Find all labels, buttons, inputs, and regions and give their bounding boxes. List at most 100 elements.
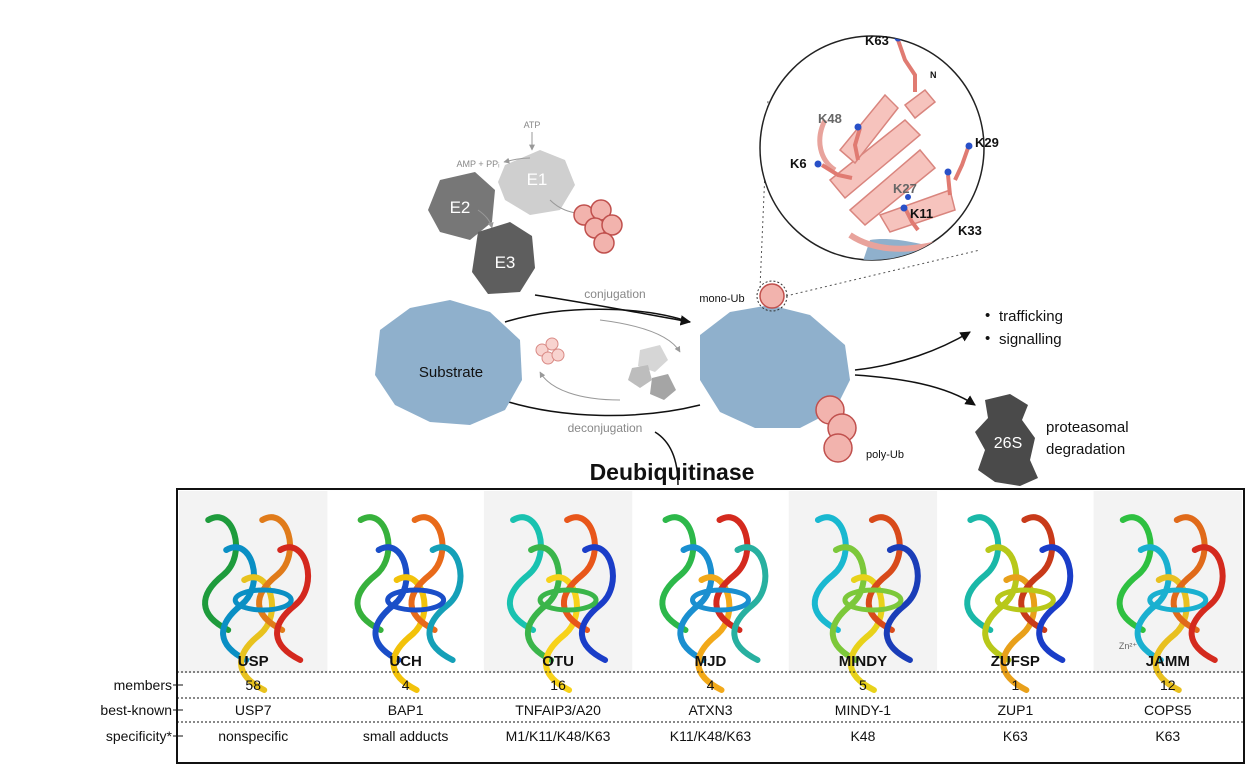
family-best-known: TNFAIP3/A20 xyxy=(515,702,601,718)
structure-ribbon xyxy=(695,574,733,693)
family-name: USP xyxy=(238,653,269,670)
structure-ribbon xyxy=(964,514,1002,633)
family-members: 4 xyxy=(707,677,715,693)
structure-ribbon xyxy=(713,514,751,633)
dub-title: Deubiquitinase xyxy=(590,459,755,485)
structure-ribbon xyxy=(1152,574,1190,693)
structure-ribbon xyxy=(1036,544,1074,663)
family-best-known: USP7 xyxy=(235,702,272,718)
row-label: specificity* xyxy=(106,728,173,744)
structure-ribbon xyxy=(506,514,544,633)
family-name: OTU xyxy=(542,653,574,670)
lysine-k33: K33 xyxy=(958,223,982,238)
family-members: 4 xyxy=(402,677,410,693)
lysine-k29: K29 xyxy=(975,135,999,150)
e3-enzyme: E3 xyxy=(472,222,535,294)
row-label: members xyxy=(114,677,172,693)
structure-ribbon xyxy=(426,544,464,663)
family-members: 12 xyxy=(1160,677,1176,693)
structure-ribbon xyxy=(390,574,428,693)
faded-enzymes xyxy=(628,345,676,400)
zoom-line-right xyxy=(785,249,981,297)
amp-ppi-label: AMP + PPᵢ xyxy=(456,159,499,169)
structure-ribbon xyxy=(560,514,598,633)
row-label: best-known xyxy=(100,702,172,718)
substrate-label: Substrate xyxy=(419,364,483,381)
n-terminus: N xyxy=(930,70,937,80)
structure-helix xyxy=(842,587,904,613)
structure-ribbon xyxy=(1116,514,1154,633)
e1-enzyme: E1 xyxy=(498,150,575,215)
poly-ub-label: poly-Ub xyxy=(866,449,904,461)
structure-ribbon xyxy=(274,544,312,663)
family-specificity: K63 xyxy=(1155,728,1180,744)
ubiquitinated-substrate xyxy=(700,305,850,428)
e2-e3-arrow xyxy=(477,209,494,229)
family-best-known: BAP1 xyxy=(388,702,424,718)
family-name: UCH xyxy=(389,653,422,670)
structure-ribbon xyxy=(731,544,769,663)
lysine-k6: K6 xyxy=(790,156,807,171)
structure-ribbon xyxy=(256,514,294,633)
structure-helix xyxy=(537,587,599,613)
released-ubiquitin-cluster xyxy=(535,337,565,365)
degradation-arrow xyxy=(854,374,976,406)
structure-ribbon xyxy=(883,544,921,663)
amp-arrow xyxy=(503,157,531,164)
lysine-k27: K27 xyxy=(893,181,917,196)
family-members: 58 xyxy=(245,677,261,693)
family-specificity: K63 xyxy=(1003,728,1028,744)
conjugation-label: conjugation xyxy=(584,287,645,301)
deconjugation-inner-arrow xyxy=(539,371,621,401)
dub-link-line xyxy=(654,431,679,486)
structure-ribbon xyxy=(847,574,885,693)
family-specificity: K48 xyxy=(850,728,875,744)
conjugation-path xyxy=(504,308,691,323)
degradation-label-1: proteasomal xyxy=(1046,419,1129,436)
atp-label: ATP xyxy=(524,120,541,130)
free-ubiquitin-cluster xyxy=(573,199,623,254)
family-best-known: ZUP1 xyxy=(997,702,1033,718)
e2-label: E2 xyxy=(450,198,471,217)
degradation-label-2: degradation xyxy=(1046,441,1125,458)
family-specificity: K11/K48/K63 xyxy=(670,728,752,744)
structure-ribbon xyxy=(354,514,392,633)
structure-ribbon xyxy=(1000,574,1038,693)
e3-label: E3 xyxy=(495,253,516,272)
structure-helix xyxy=(232,587,294,613)
outcome-bullet-1: • xyxy=(985,307,990,324)
e2-enzyme: E2 xyxy=(428,172,495,240)
family-specificity: small adducts xyxy=(363,728,449,744)
family-best-known: COPS5 xyxy=(1144,702,1192,718)
structure-ribbon xyxy=(1018,514,1056,633)
outcome-signalling: signalling xyxy=(999,331,1062,348)
structure-ribbon xyxy=(238,574,276,693)
family-best-known: MINDY-1 xyxy=(835,702,891,718)
structure-ribbon xyxy=(578,544,616,663)
structure-helix xyxy=(385,587,447,613)
family-specificity: M1/K11/K48/K63 xyxy=(506,728,611,744)
structure-ribbon xyxy=(202,514,240,633)
deconjugation-label: deconjugation xyxy=(568,421,643,435)
structure-ribbon xyxy=(811,514,849,633)
family-members: 1 xyxy=(1011,677,1019,693)
lysine-k48: K48 xyxy=(818,111,842,126)
family-members: 5 xyxy=(859,677,867,693)
family-specificity: nonspecific xyxy=(218,728,288,744)
proteasome: 26S xyxy=(975,394,1038,486)
structure-ribbon xyxy=(1188,544,1226,663)
structure-helix xyxy=(690,587,751,613)
lysine-k11: K11 xyxy=(910,206,933,221)
family-name: JAMM xyxy=(1146,653,1190,670)
conjugation-inner-arrow xyxy=(599,319,681,353)
outcome-bullet-2: • xyxy=(985,330,990,347)
structure-helix xyxy=(994,587,1056,613)
family-best-known: ATXN3 xyxy=(688,702,732,718)
